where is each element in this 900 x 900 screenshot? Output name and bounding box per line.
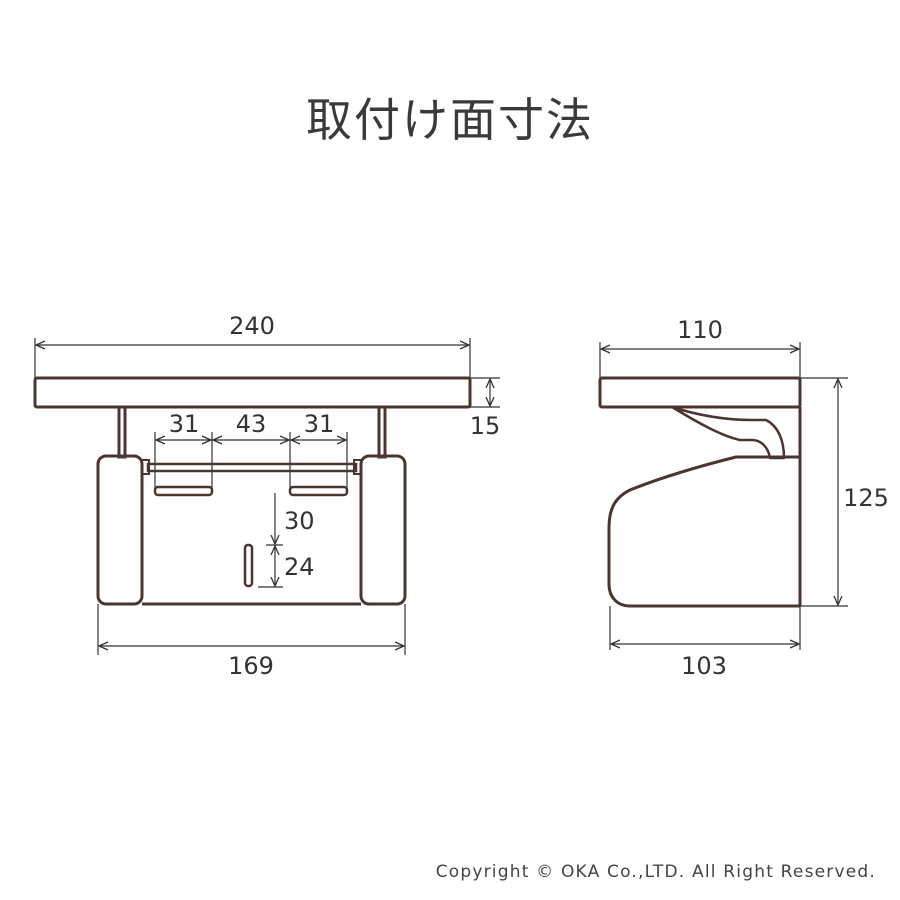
front-shelf [33, 376, 472, 409]
dim-shelf-depth: 110 [677, 316, 723, 344]
right-mounting-slot [288, 485, 349, 497]
dim-vertical-upper: 30 [284, 507, 315, 535]
front-dimensions [34, 338, 500, 655]
roller-bar [146, 462, 358, 473]
dim-body-width: 169 [228, 652, 274, 680]
side-bracket [670, 405, 786, 460]
side-view [598, 376, 802, 608]
front-view [33, 376, 472, 606]
left-support-post [117, 405, 127, 459]
right-end-cap [359, 454, 407, 606]
dim-shelf-width: 240 [229, 312, 275, 340]
side-shelf [598, 376, 802, 409]
side-dimensions [599, 342, 848, 650]
dim-height: 125 [843, 484, 889, 512]
dim-vertical-lower: 24 [284, 553, 315, 581]
side-dimension-labels: 110 125 103 [677, 316, 889, 680]
left-end-cap [96, 454, 144, 606]
page-title: 取付け面寸法 [306, 93, 594, 147]
left-mounting-slot [153, 485, 214, 497]
dim-spacing-left: 31 [169, 410, 200, 438]
dim-spacing-middle: 43 [236, 410, 267, 438]
dim-spacing-right: 31 [304, 410, 335, 438]
side-body [607, 455, 800, 608]
dim-shelf-thickness: 15 [470, 412, 501, 440]
keyhole-slot [243, 543, 254, 588]
right-support-post [377, 405, 387, 459]
copyright-notice: Copyright © OKA Co.,LTD. All Right Reser… [435, 862, 876, 882]
front-dimension-labels: 240 15 31 43 31 30 24 169 [169, 312, 501, 680]
dim-body-depth: 103 [681, 652, 727, 680]
